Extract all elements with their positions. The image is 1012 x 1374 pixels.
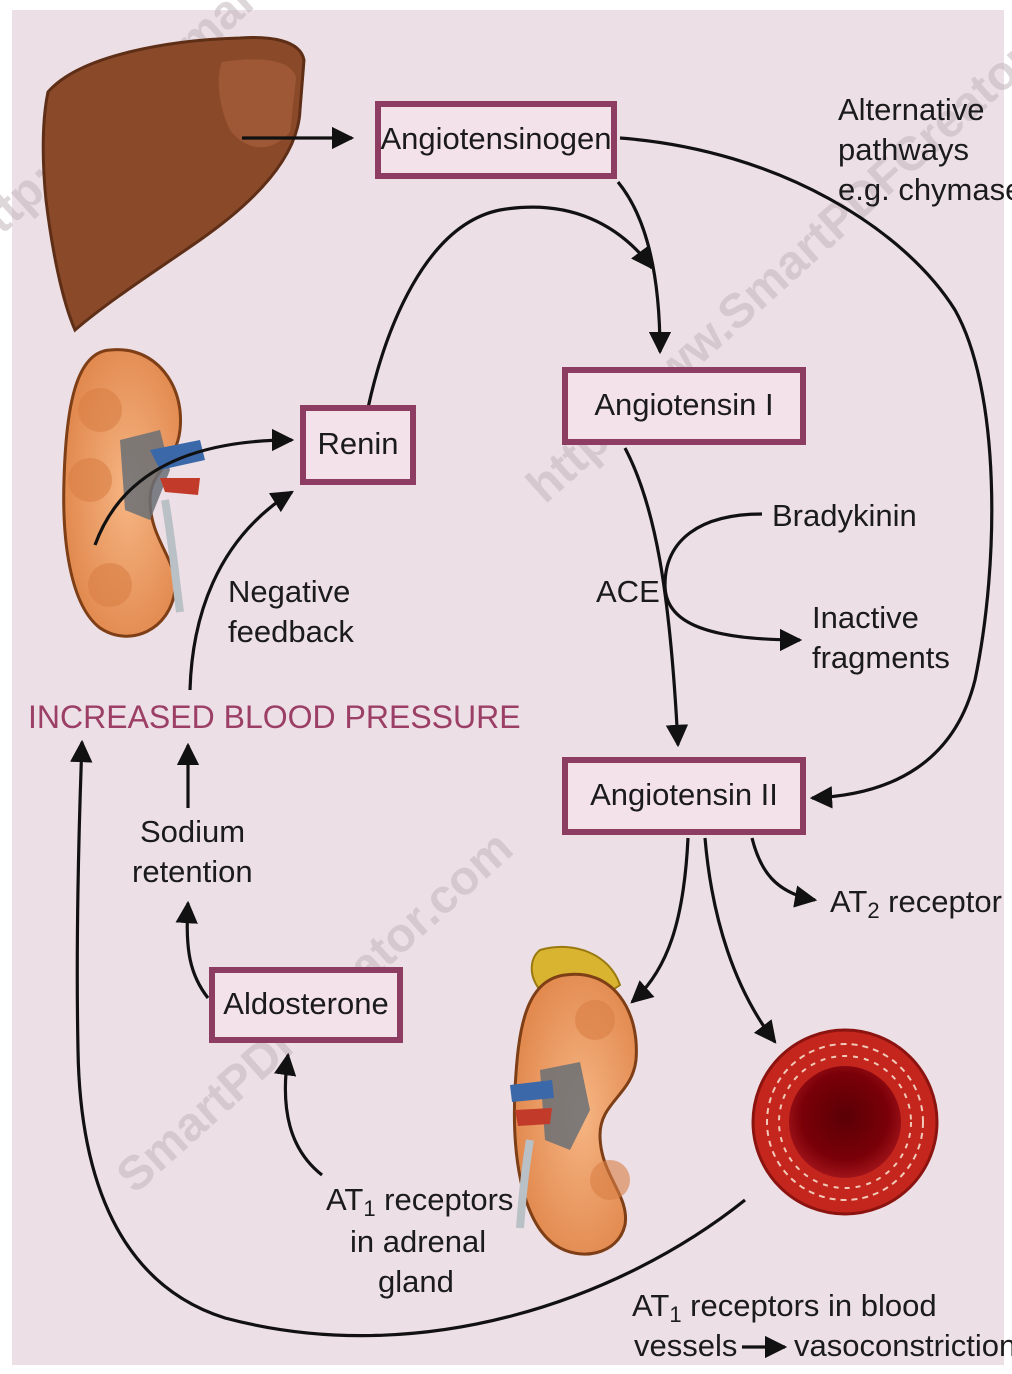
blood-vessel-illustration xyxy=(753,1030,937,1214)
label-bradykinin: Bradykinin xyxy=(772,498,917,533)
label-at1-adrenal-3: gland xyxy=(378,1264,454,1299)
node-angiotensinogen: Angiotensinogen xyxy=(378,104,614,176)
node-angiotensin-i-label: Angiotensin I xyxy=(594,387,773,422)
node-aldosterone-label: Aldosterone xyxy=(223,986,388,1021)
label-alternative-3: e.g. chymase xyxy=(838,172,1012,207)
label-inactive-1: Inactive xyxy=(812,600,919,635)
label-increased-blood-pressure: INCREASED BLOOD PRESSURE xyxy=(28,699,521,735)
node-angiotensin-ii: Angiotensin II xyxy=(565,760,803,832)
label-negative-feedback-1: Negative xyxy=(228,574,350,609)
label-at1-adrenal-1: AT1 receptors xyxy=(326,1182,513,1221)
label-sodium-retention-1: Sodium xyxy=(140,814,245,849)
label-vessels: vessels xyxy=(634,1328,737,1363)
label-at1-adrenal-2: in adrenal xyxy=(350,1224,486,1259)
label-negative-feedback-2: feedback xyxy=(228,614,354,649)
node-renin: Renin xyxy=(303,408,413,482)
label-alternative-1: Alternative xyxy=(838,92,984,127)
node-renin-label: Renin xyxy=(318,426,399,461)
node-angiotensin-i: Angiotensin I xyxy=(565,370,803,442)
node-angiotensin-ii-label: Angiotensin II xyxy=(590,777,778,812)
label-sodium-retention-2: retention xyxy=(132,854,253,889)
label-at2-receptor: AT2 receptor xyxy=(830,884,1002,923)
label-vasoconstriction: vasoconstriction xyxy=(794,1328,1012,1363)
label-inactive-2: fragments xyxy=(812,640,950,675)
node-aldosterone: Aldosterone xyxy=(212,970,400,1040)
label-alternative-2: pathways xyxy=(838,132,969,167)
node-angiotensinogen-label: Angiotensinogen xyxy=(381,121,612,156)
label-ace: ACE xyxy=(596,574,660,609)
